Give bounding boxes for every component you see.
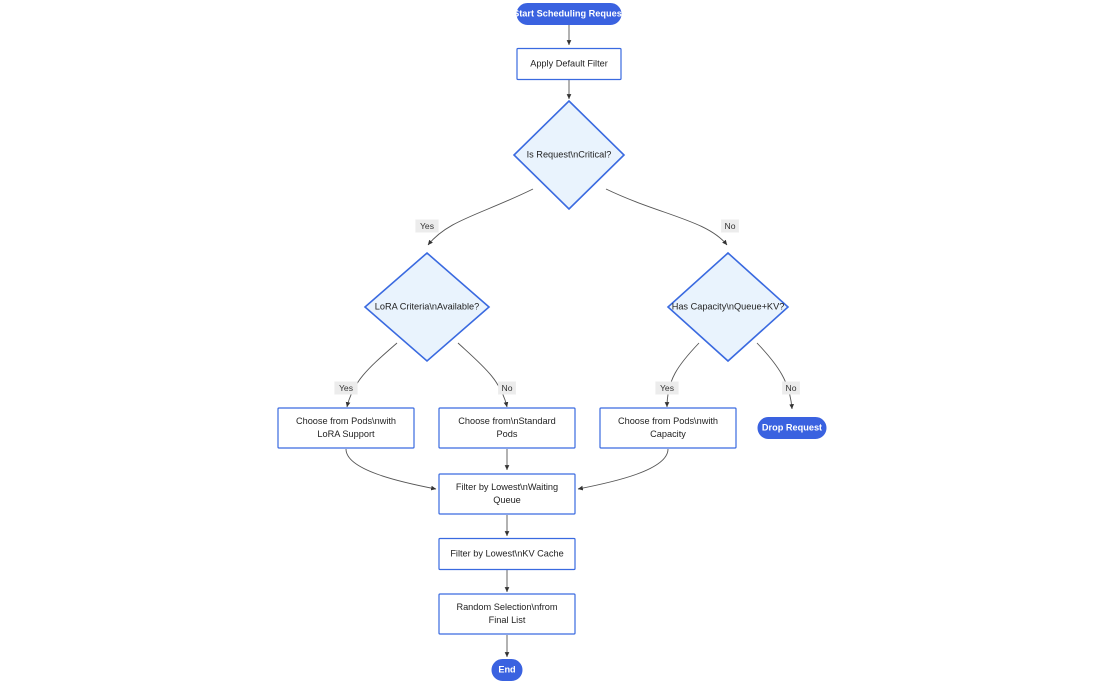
node-shape-rect	[516, 47, 622, 81]
edge-label-text: No	[725, 221, 736, 231]
edge-label-lora-yes: Yes	[334, 381, 358, 395]
edge-label-text: No	[786, 383, 797, 393]
edge-lora-to-loraPods	[345, 342, 398, 408]
edge-capPods-to-queueFilter	[577, 448, 669, 491]
edge-critical-to-lora	[427, 188, 534, 246]
edge-label-text: No	[502, 383, 513, 393]
node-default[interactable]: Apply Default Filter	[516, 47, 622, 81]
edge-label-lora-no: No	[498, 381, 516, 395]
edges-layer	[345, 25, 794, 658]
node-shape-rect	[438, 407, 576, 449]
node-label-default: Apply Default Filter	[530, 58, 608, 68]
node-shape-rect	[599, 407, 737, 449]
edge-label-capacity-yes: Yes	[655, 381, 679, 395]
node-label-critical: Is Request\nCritical?	[527, 149, 612, 159]
node-label-loraPods: LoRA Support	[317, 429, 375, 439]
edge-label-capacity-no: No	[782, 381, 800, 395]
node-label-random: Random Selection\nfrom	[456, 602, 557, 612]
node-shape-rect	[438, 593, 576, 635]
edge-label-text: Yes	[420, 221, 434, 231]
edge-label-text: Yes	[660, 383, 674, 393]
node-shape-rect	[277, 407, 415, 449]
edge-label-background	[334, 381, 358, 395]
node-label-queueFilter: Queue	[493, 495, 521, 505]
node-start[interactable]: Start Scheduling Request	[513, 3, 625, 25]
node-shape-rect	[438, 537, 576, 571]
node-kvFilter[interactable]: Filter by Lowest\nKV Cache	[438, 537, 576, 571]
node-label-capPods: Choose from Pods\nwith	[618, 416, 718, 426]
edge-label-text: Yes	[339, 383, 353, 393]
node-shape-pill	[491, 659, 523, 681]
edge-label-critical-yes: Yes	[415, 219, 439, 233]
edge-lora-to-standardPods	[457, 342, 509, 408]
edge-label-background	[655, 381, 679, 395]
node-shape-pill	[757, 417, 827, 439]
node-shape-diamond	[363, 251, 491, 363]
node-label-random: Final List	[489, 615, 526, 625]
edge-critical-to-capacity	[605, 188, 728, 246]
edge-label-critical-no: No	[721, 219, 739, 233]
node-shape-pill	[516, 3, 622, 25]
node-label-queueFilter: Filter by Lowest\nWaiting	[456, 482, 558, 492]
node-label-capacity: Has Capacity\nQueue+KV?	[672, 301, 785, 311]
edge-label-background	[782, 381, 800, 395]
node-shape-rect	[438, 473, 576, 515]
node-critical[interactable]: Is Request\nCritical?	[512, 99, 626, 211]
node-label-standardPods: Choose from\nStandard	[458, 416, 556, 426]
edge-loraPods-to-queueFilter	[345, 448, 437, 491]
node-label-drop: Drop Request	[762, 422, 822, 432]
edge-label-background	[721, 219, 739, 233]
node-label-start: Start Scheduling Request	[513, 8, 625, 18]
node-label-standardPods: Pods	[497, 429, 518, 439]
node-lora[interactable]: LoRA Criteria\nAvailable?	[363, 251, 491, 363]
node-end[interactable]: End	[491, 659, 523, 681]
node-label-end: End	[498, 664, 515, 674]
node-label-capPods: Capacity	[650, 429, 686, 439]
edge-label-background	[415, 219, 439, 233]
edge-capacity-to-capPods	[664, 342, 700, 408]
node-label-lora: LoRA Criteria\nAvailable?	[375, 301, 480, 311]
node-shape-diamond	[666, 251, 790, 363]
node-drop[interactable]: Drop Request	[757, 417, 827, 439]
edge-label-background	[498, 381, 516, 395]
node-label-loraPods: Choose from Pods\nwith	[296, 416, 396, 426]
node-shape-diamond	[512, 99, 626, 211]
node-capacity[interactable]: Has Capacity\nQueue+KV?	[666, 251, 790, 363]
node-label-kvFilter: Filter by Lowest\nKV Cache	[450, 548, 563, 558]
edge-capacity-to-drop	[756, 342, 794, 410]
